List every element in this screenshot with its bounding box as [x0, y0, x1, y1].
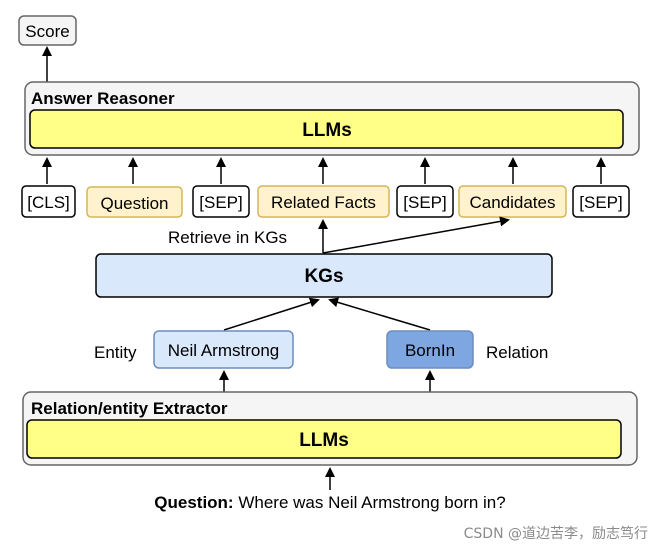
token-sep2: [SEP]	[403, 193, 446, 212]
relation-label: Relation	[486, 343, 548, 362]
token-cls: [CLS]	[27, 193, 70, 212]
extractor-llm-box	[26, 419, 622, 459]
extractor-title: Relation/entity Extractor	[31, 399, 228, 418]
question-body: Where was Neil Armstrong born in?	[234, 493, 506, 512]
token-candidates: Candidates	[469, 193, 555, 212]
arrow-relation-to-kgs	[328, 297, 431, 331]
token-related-facts-box	[257, 185, 390, 218]
relation-box	[386, 330, 474, 369]
kgs-box	[95, 253, 553, 298]
entity-label: Entity	[94, 343, 137, 362]
arrow-kg-to-candidates	[322, 216, 510, 254]
token-candidates-box	[458, 185, 567, 218]
token-question-box	[86, 186, 183, 218]
retrieve-label: Retrieve in KGs	[168, 228, 287, 247]
answer-reasoner-llm-label: LLMs	[302, 120, 352, 141]
question-prefix: Question:	[154, 493, 233, 512]
answer-reasoner-title: Answer Reasoner	[31, 89, 175, 108]
token-sep1: [SEP]	[199, 193, 242, 212]
relation-value: BornIn	[405, 341, 455, 360]
kgs-label: KGs	[304, 266, 343, 287]
token-sep2-box	[396, 185, 454, 218]
token-sep3: [SEP]	[579, 193, 622, 212]
extractor-llm-label: LLMs	[299, 430, 349, 451]
token-sep1-box	[192, 185, 250, 218]
token-question: Question	[100, 194, 168, 213]
answer-reasoner-llm-box	[29, 109, 624, 149]
score-label: Score	[25, 22, 69, 41]
watermark: CSDN @道边苦李，励志笃行	[464, 525, 648, 542]
token-cls-box	[21, 185, 76, 218]
token-sep3-box	[572, 185, 630, 218]
question-text: Question: Where was Neil Armstrong born …	[154, 493, 505, 512]
arrow-entity-to-kgs	[223, 297, 320, 331]
entity-box	[153, 330, 294, 369]
token-related-facts: Related Facts	[271, 193, 376, 212]
entity-value: Neil Armstrong	[168, 341, 279, 360]
score-box	[18, 15, 77, 46]
